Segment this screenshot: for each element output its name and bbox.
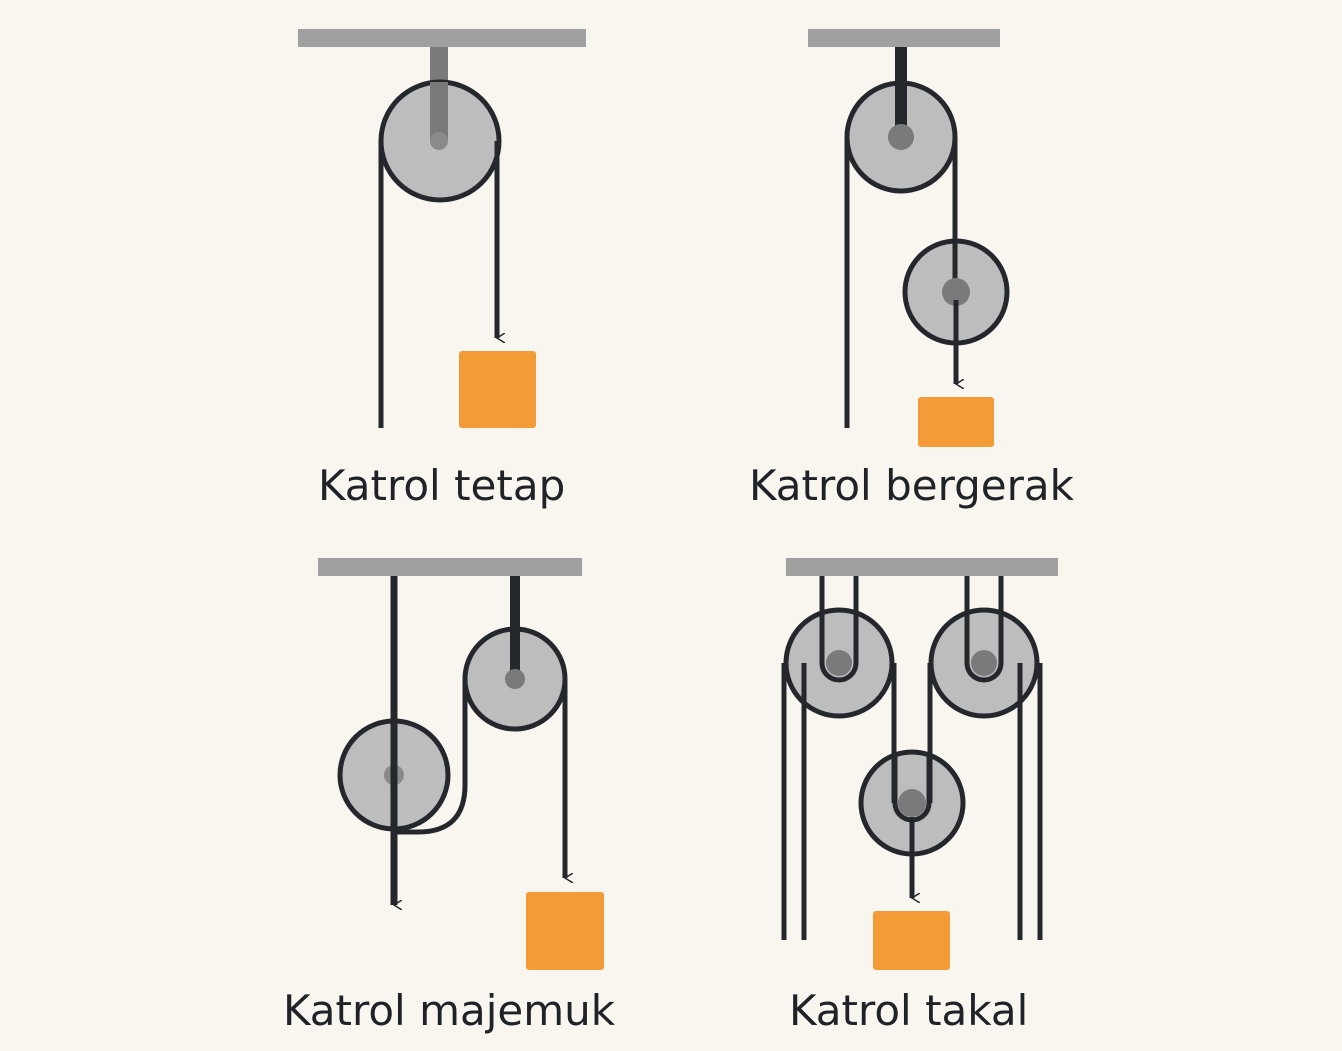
rope-connecting-compound <box>394 679 468 835</box>
caption-compound-pulley: Katrol majemuk <box>283 986 616 1035</box>
lower-axle-movable <box>942 278 970 306</box>
load-compound <box>526 892 604 970</box>
hanger-right-tackle <box>964 576 1004 683</box>
load-tackle <box>873 911 950 970</box>
caption-fixed-pulley: Katrol tetap <box>318 461 566 510</box>
axle-fixed <box>430 132 448 150</box>
panel-movable-pulley <box>808 29 1010 447</box>
panel-fixed-pulley <box>298 29 586 428</box>
upper-right-axle-tackle <box>971 650 997 676</box>
load-movable <box>918 397 994 447</box>
upper-left-axle-tackle <box>826 650 852 676</box>
pulley-mount-overlay-fixed <box>430 82 448 142</box>
caption-block-tackle: Katrol takal <box>789 986 1029 1035</box>
panel-block-tackle <box>781 558 1058 970</box>
caption-movable-pulley: Katrol bergerak <box>749 461 1074 510</box>
upper-axle-movable <box>888 124 914 150</box>
hanger-left-tackle <box>819 576 859 683</box>
ceiling-movable <box>808 29 1000 47</box>
ceiling-compound <box>318 558 582 576</box>
lower-axle-tackle <box>898 789 926 817</box>
load-fixed <box>459 351 536 428</box>
ceiling-tackle <box>786 558 1058 576</box>
panel-compound-pulley <box>318 558 604 970</box>
ceiling-fixed <box>298 29 586 47</box>
upper-axle-compound <box>505 669 525 689</box>
